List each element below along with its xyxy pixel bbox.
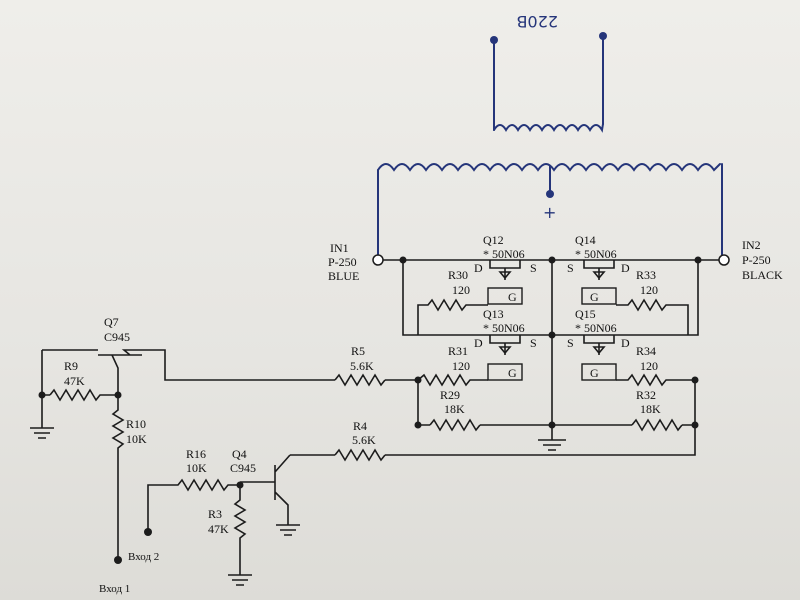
- r32-ref: R32: [636, 388, 656, 402]
- q13-ref: Q13: [483, 307, 504, 321]
- q12-g: G: [508, 290, 517, 304]
- r29-value: 18K: [444, 402, 465, 416]
- mosfet-q13: Q13 * 50N06 D S G: [474, 307, 537, 381]
- r31-ref: R31: [448, 344, 468, 358]
- in1-part: P-250: [328, 255, 357, 269]
- q15-d: D: [621, 336, 630, 350]
- r3-value: 47K: [208, 522, 229, 536]
- transistor-q4: Q4 C945: [230, 447, 291, 525]
- secondary-leads: [377, 163, 723, 257]
- q12-ref: Q12: [483, 233, 504, 247]
- q15-g: G: [590, 366, 599, 380]
- r33-value: 120: [640, 283, 658, 297]
- r10-value: 10K: [126, 432, 147, 446]
- resistor-r3: R3 47K: [208, 485, 247, 575]
- r30-ref: R30: [448, 268, 468, 282]
- resistor-r10: R10 10K: [111, 395, 147, 558]
- q14-g: G: [590, 290, 599, 304]
- ground-symbol-main: [538, 439, 566, 451]
- q13-part: * 50N06: [483, 321, 525, 335]
- q13-d: D: [474, 336, 483, 350]
- resistor-r16: R16 10K: [147, 447, 240, 530]
- resistor-r4: R4 5.6K: [290, 419, 386, 462]
- secondary-winding: [377, 163, 721, 172]
- r33-ref: R33: [636, 268, 656, 282]
- resistor-r30: R30 120: [417, 268, 488, 335]
- transistor-q7: Q7 C945: [41, 315, 160, 396]
- r9-value: 47K: [64, 374, 85, 388]
- voltage-label: 220В: [516, 12, 558, 31]
- terminal-ring-in1: [372, 254, 384, 266]
- mosfet-q15: Q15 * 50N06 S D G: [567, 307, 630, 381]
- q14-gate-box: [581, 287, 617, 305]
- q13-g: G: [508, 366, 517, 380]
- q13-gate-box: [487, 363, 523, 381]
- center-tap-dot: [546, 190, 554, 198]
- primary-winding: [493, 123, 604, 133]
- r29-ref: R29: [440, 388, 460, 402]
- in1-color: BLUE: [328, 269, 359, 283]
- ground-symbol-q4: [276, 524, 300, 536]
- primary-leads: [493, 35, 604, 131]
- input-1-terminal: [114, 556, 122, 564]
- q15-s: S: [567, 336, 574, 350]
- resistor-r5: R5 5.6K: [334, 344, 386, 387]
- r4-ref: R4: [353, 419, 367, 433]
- in2-part: P-250: [742, 253, 771, 267]
- resistor-r29: R29 18K: [429, 388, 481, 432]
- q12-part: * 50N06: [483, 247, 525, 261]
- q15-part: * 50N06: [575, 321, 617, 335]
- mosfet-q14: Q14 * 50N06 S D G: [567, 233, 630, 305]
- r4-value: 5.6K: [352, 433, 376, 447]
- q12-s: S: [530, 261, 537, 275]
- in1-name: IN1: [330, 241, 349, 255]
- q14-s: S: [567, 261, 574, 275]
- r31-value: 120: [452, 359, 470, 373]
- q7-ref: Q7: [104, 315, 119, 329]
- input-2-terminal: [144, 528, 152, 536]
- r16-ref: R16: [186, 447, 206, 461]
- ground-symbol-q7: [30, 395, 54, 439]
- resistor-r33: R33 120: [616, 268, 689, 335]
- terminal-in2: IN2 P-250 BLACK: [718, 238, 783, 282]
- q12-d: D: [474, 261, 483, 275]
- input-2-label: Вход 2: [128, 551, 159, 563]
- terminal-in1: IN1 P-250 BLUE: [328, 241, 384, 283]
- r16-value: 10K: [186, 461, 207, 475]
- r30-value: 120: [452, 283, 470, 297]
- in2-name: IN2: [742, 238, 761, 252]
- q15-ref: Q15: [575, 307, 596, 321]
- transformer-drawing: 220В +: [377, 12, 723, 257]
- resistor-r32: R32 18K: [631, 388, 683, 432]
- r5-ref: R5: [351, 344, 365, 358]
- input-1-label: Вход 1: [99, 583, 130, 595]
- q14-d: D: [621, 261, 630, 275]
- q13-s: S: [530, 336, 537, 350]
- resistor-r9: R9 47K: [49, 359, 118, 402]
- q4-ref: Q4: [232, 447, 247, 461]
- r32-value: 18K: [640, 402, 661, 416]
- terminal-ring-in2: [718, 254, 730, 266]
- resistor-r31: R31 120: [417, 344, 488, 387]
- q12-gate-box: [487, 287, 523, 305]
- r10-ref: R10: [126, 417, 146, 431]
- q4-part: C945: [230, 461, 256, 475]
- plus-sign: +: [543, 203, 556, 222]
- r34-ref: R34: [636, 344, 656, 358]
- mosfet-q12: Q12 * 50N06 D S G: [474, 233, 537, 305]
- resistor-r34: R34 120: [616, 344, 695, 387]
- q15-gate-box: [581, 363, 617, 381]
- ground-symbol-r3: [228, 574, 252, 586]
- q14-part: * 50N06: [575, 247, 617, 261]
- r3-ref: R3: [208, 507, 222, 521]
- r34-value: 120: [640, 359, 658, 373]
- in2-color: BLACK: [742, 268, 783, 282]
- q14-ref: Q14: [575, 233, 596, 247]
- r5-value: 5.6K: [350, 359, 374, 373]
- q7-part: C945: [104, 330, 130, 344]
- r9-ref: R9: [64, 359, 78, 373]
